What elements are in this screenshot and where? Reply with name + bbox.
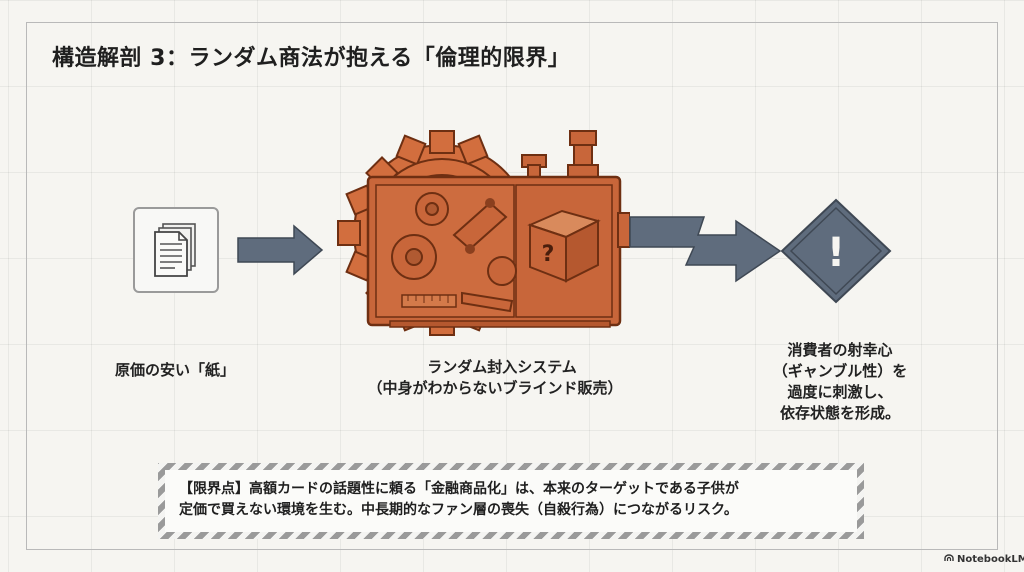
system-label-line2: （中身がわからないブラインド販売）	[367, 379, 623, 397]
brand-name: NotebookLM	[957, 554, 1024, 565]
slide-frame	[26, 22, 998, 550]
paper-node	[133, 207, 219, 293]
limit-note-line2: 定価で買えない環境を生む。中長期的なファン層の喪失（自殺行為）につながるリスク。	[179, 502, 738, 518]
document-stack-icon	[154, 223, 196, 277]
limit-note-line1: 【限界点】高額カードの話題性に頼る「金融商品化」は、本来のターゲットである子供が	[179, 481, 739, 497]
lightning-arrow-icon	[629, 216, 782, 283]
limit-note-box: 【限界点】高額カードの話題性に頼る「金融商品化」は、本来のターゲットである子供が…	[158, 463, 864, 539]
flow-arrow-1	[237, 224, 324, 276]
consumer-label-line1: 消費者の射幸心	[787, 341, 893, 359]
consumer-label-line2: （ギャンブル性）を	[772, 362, 908, 380]
system-label-line1: ランダム封入システム	[427, 358, 577, 376]
consumer-label-line3: 過度に刺激し、	[787, 383, 893, 401]
exclamation-glyph: !	[827, 230, 845, 276]
slide-title: 構造解剖 3：ランダム商法が抱える「倫理的限界」	[52, 46, 571, 71]
limit-note-text: 【限界点】高額カードの話題性に頼る「金融商品化」は、本来のターゲットである子供が…	[165, 470, 857, 532]
paper-label: 原価の安い「紙」	[114, 361, 235, 379]
consumer-label-line4: 依存状態を形成。	[779, 404, 900, 422]
mystery-box-icon: ?	[527, 209, 601, 283]
notebooklm-logo-icon	[944, 554, 954, 565]
warning-diamond-icon: !	[780, 198, 892, 304]
consumer-label: 消費者の射幸心 （ギャンブル性）を 過度に刺激し、 依存状態を形成。	[770, 340, 910, 424]
brand-watermark: NotebookLM	[944, 554, 1024, 565]
gear-machine-icon: ?	[337, 130, 630, 336]
system-label: ランダム封入システム （中身がわからないブラインド販売）	[352, 357, 652, 399]
mystery-question-mark: ?	[542, 242, 555, 267]
